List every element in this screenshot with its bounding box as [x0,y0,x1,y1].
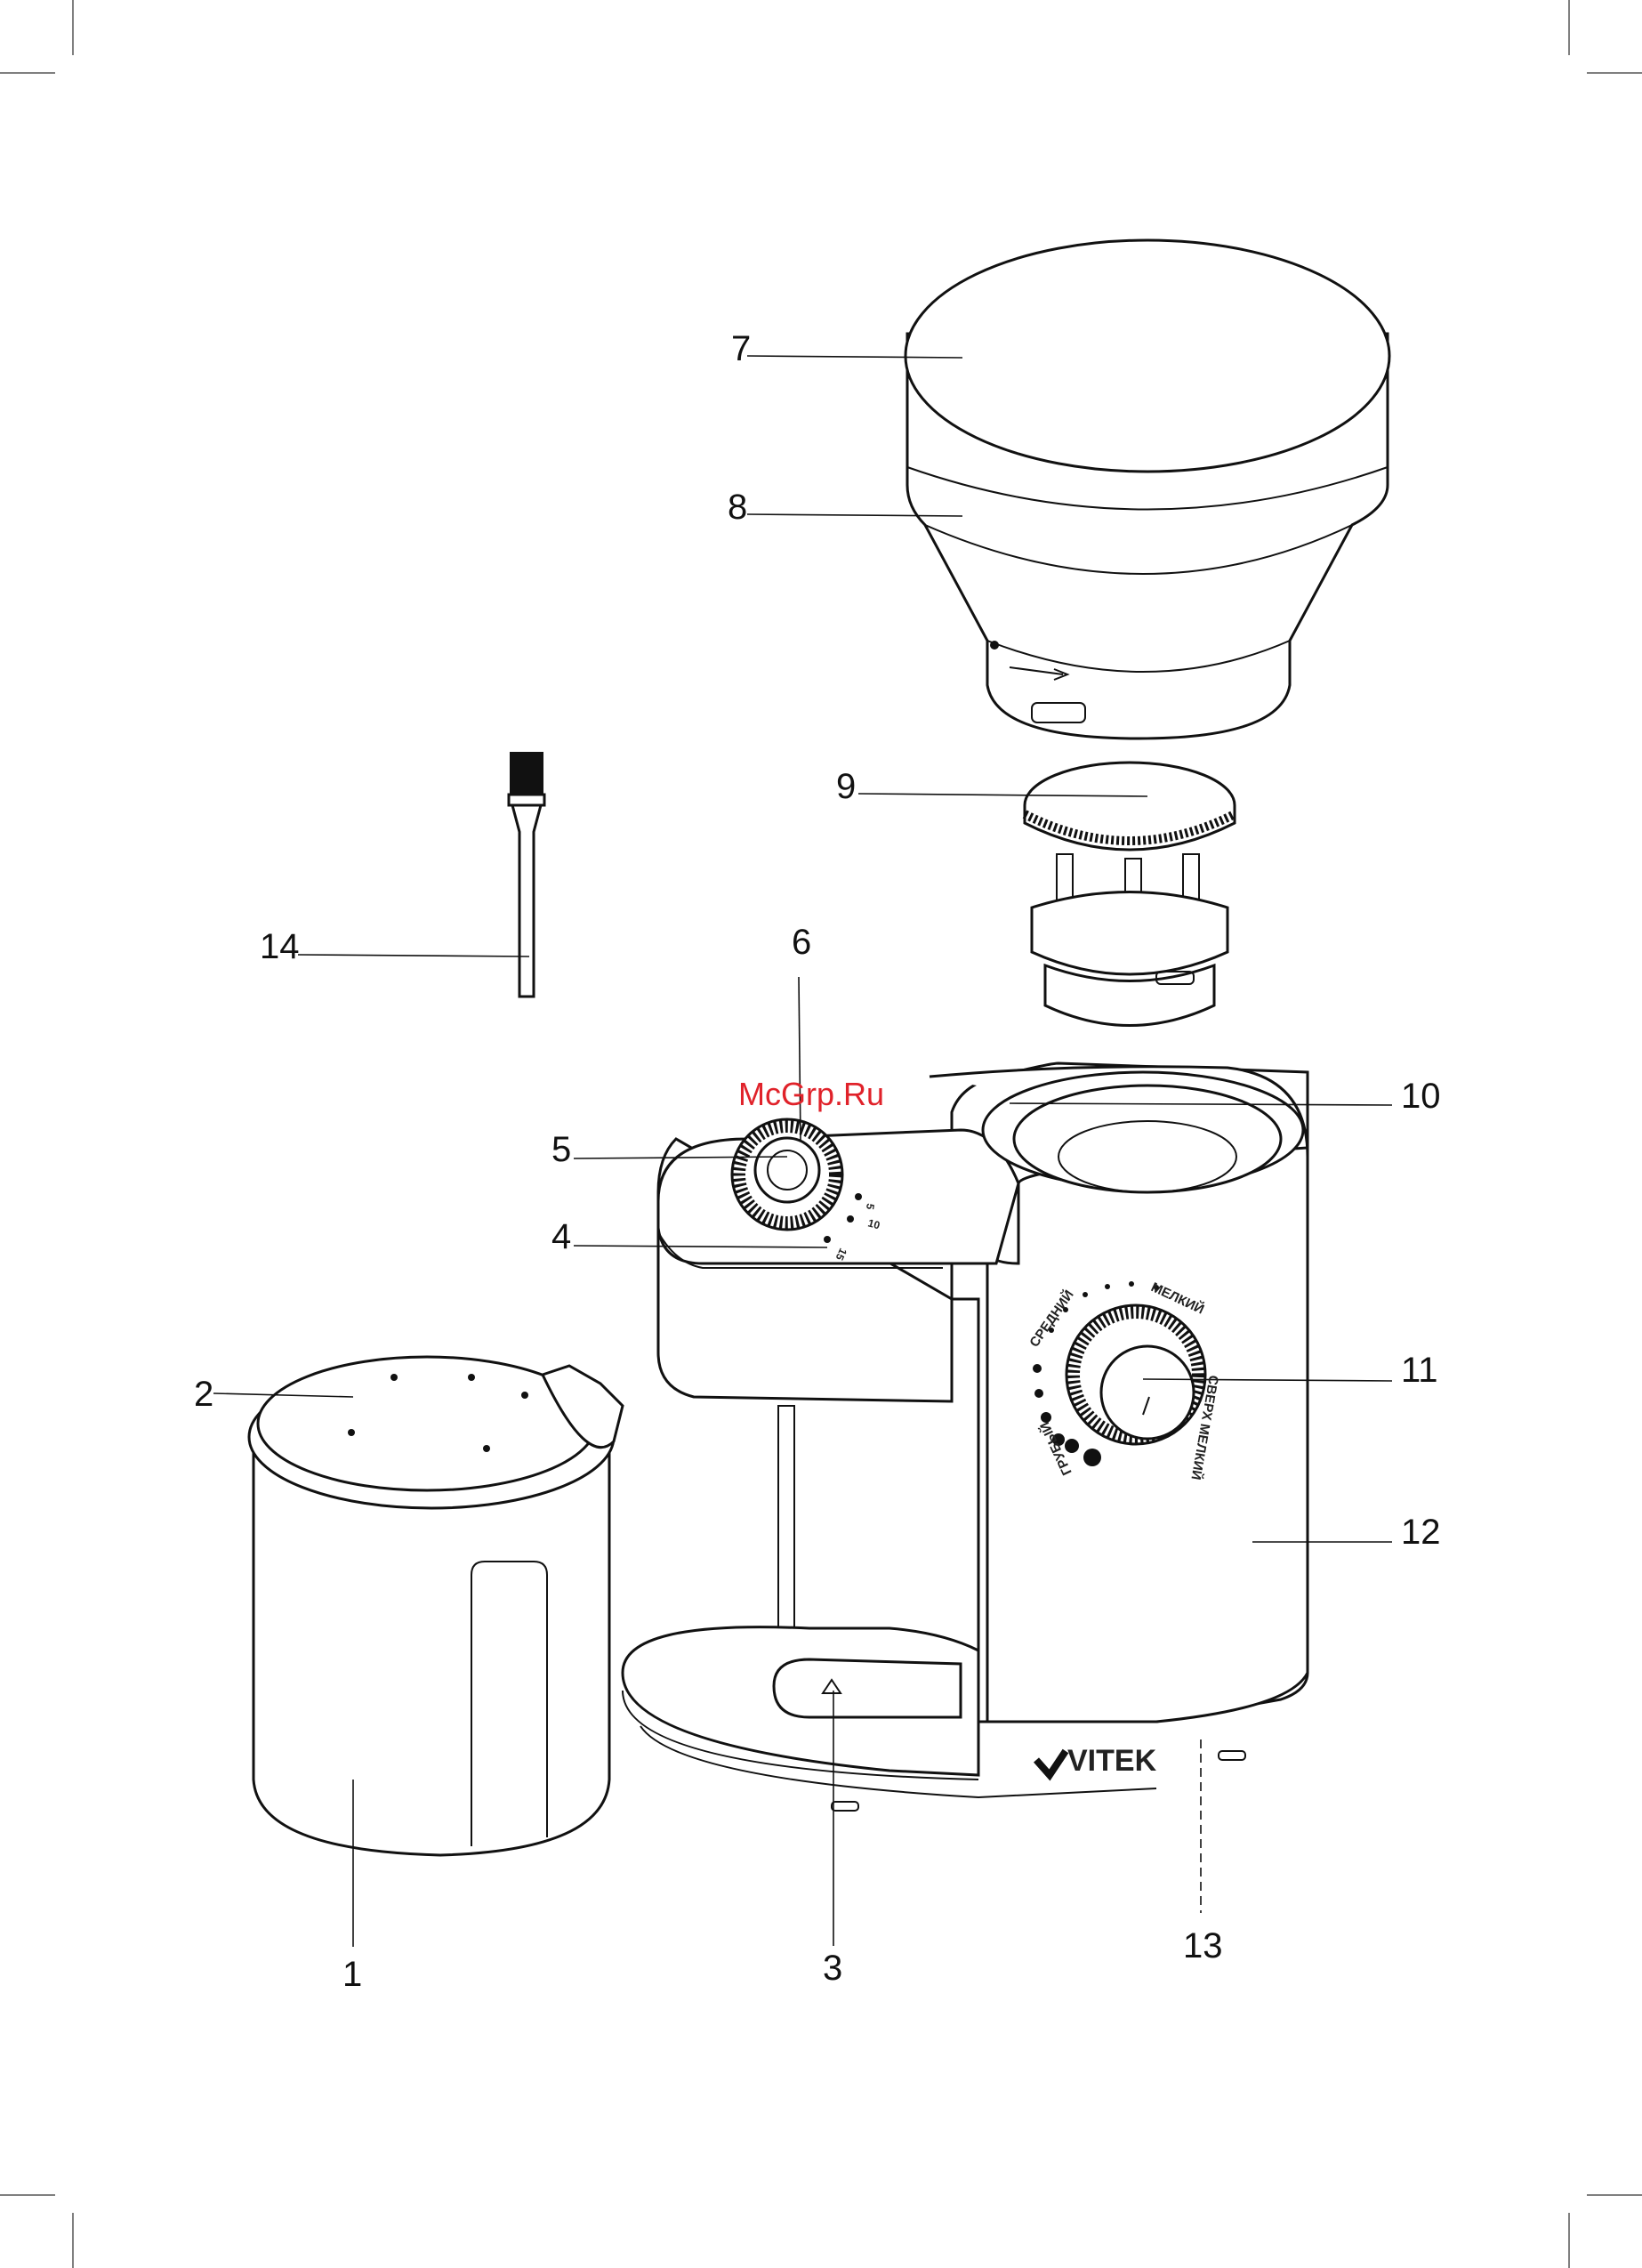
callout-label-13: 13 [1183,1926,1223,1965]
callout-label-10: 10 [1401,1077,1441,1116]
vitek-logo: VITEK [1036,1744,1157,1778]
callout-label-11: 11 [1401,1351,1438,1390]
cleaning-brush-illustration [509,752,544,997]
watermark-text: McGrp.Ru [738,1076,884,1112]
callout-label-4: 4 [551,1217,571,1256]
brand-name: VITEK [1067,1744,1157,1778]
callout-label-8: 8 [728,488,747,527]
callout-label-5: 5 [551,1130,571,1169]
bean-hopper-illustration [906,240,1389,739]
callout-label-12: 12 [1401,1513,1441,1552]
callout-label-6: 6 [792,923,811,962]
grounds-container-illustration [249,1357,623,1855]
callout-label-3: 3 [823,1949,842,1988]
burr-assembly-illustration [1025,763,1235,1026]
callout-label-7: 7 [731,329,751,368]
callout-label-9: 9 [836,767,856,806]
callout-label-2: 2 [194,1375,213,1414]
callout-label-14: 14 [260,927,300,966]
callout-label-1: 1 [342,1955,362,1994]
